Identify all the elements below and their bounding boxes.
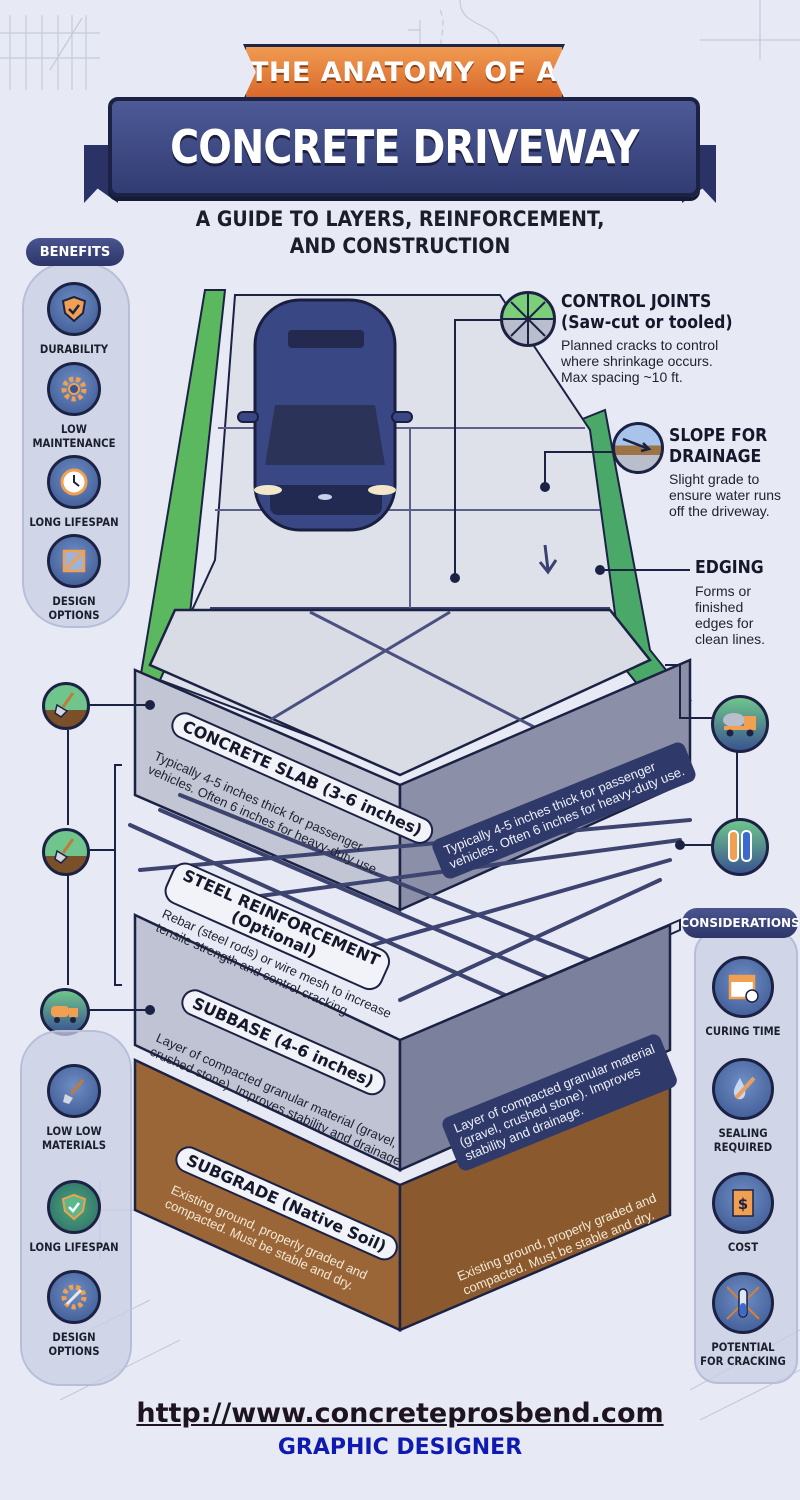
shield-check-icon	[47, 282, 101, 336]
title-banner: CONCRETE DRIVEWAY	[108, 97, 700, 197]
callout-slope-drainage: SLOPE FOR DRAINAGE Slight grade to ensur…	[669, 426, 782, 519]
callout-edging: EDGING Forms or finished edges for clean…	[695, 558, 766, 647]
rebar-mesh	[128, 793, 692, 1022]
shovel-icon	[42, 828, 90, 876]
gear-pen-icon	[47, 1270, 101, 1324]
subtitle: A GUIDE TO LAYERS, REINFORCEMENT, AND CO…	[130, 206, 670, 260]
mixer-truck-icon	[40, 988, 90, 1036]
consideration-item-cost: $ COST	[688, 1172, 798, 1254]
subtitle-line-2: AND CONSTRUCTION	[289, 234, 511, 258]
dollar-document-icon: $	[712, 1172, 774, 1234]
clock-icon	[47, 455, 101, 509]
slab-top	[148, 608, 652, 777]
svg-text:$: $	[738, 1195, 748, 1213]
page-title: CONCRETE DRIVEWAY	[169, 120, 639, 174]
blueprint-icon	[47, 534, 101, 588]
slope-drainage-icon	[612, 422, 664, 474]
benefits-heading: BENEFITS	[26, 238, 124, 266]
control-joint-icon	[500, 291, 556, 347]
website-link[interactable]: http://www.concreteprosbend.com	[136, 1398, 664, 1429]
left-item-long-lifespan: LONG LIFESPAN	[19, 1180, 129, 1254]
calendar-clock-icon	[712, 956, 774, 1018]
benefit-item-durability: DURABILITY	[19, 282, 129, 356]
sealant-drop-icon	[712, 1058, 774, 1120]
mixer-truck-icon	[711, 695, 769, 753]
consideration-item-curing-time: CURING TIME	[688, 956, 798, 1038]
benefit-item-long-lifespan: LONG LIFESPAN	[19, 455, 129, 529]
footer-role: GRAPHIC DESIGNER	[277, 1435, 523, 1460]
slope-arrow-icon	[538, 544, 558, 575]
shovel-icon	[42, 682, 90, 730]
car	[237, 298, 413, 532]
shield-check-icon	[47, 1180, 101, 1234]
callout-control-joints: CONTROL JOINTS (Saw-cut or tooled) Plann…	[561, 292, 733, 385]
test-tubes-icon	[711, 818, 769, 876]
subtitle-line-1: A GUIDE TO LAYERS, REINFORCEMENT,	[195, 207, 605, 231]
shovel-dig-icon	[47, 1064, 101, 1118]
cracking-test-tube-icon	[712, 1272, 774, 1334]
title-kicker: THE ANATOMY OF A	[249, 56, 559, 88]
gear-icon	[47, 362, 101, 416]
considerations-heading: CONSIDERATIONS	[680, 908, 800, 938]
